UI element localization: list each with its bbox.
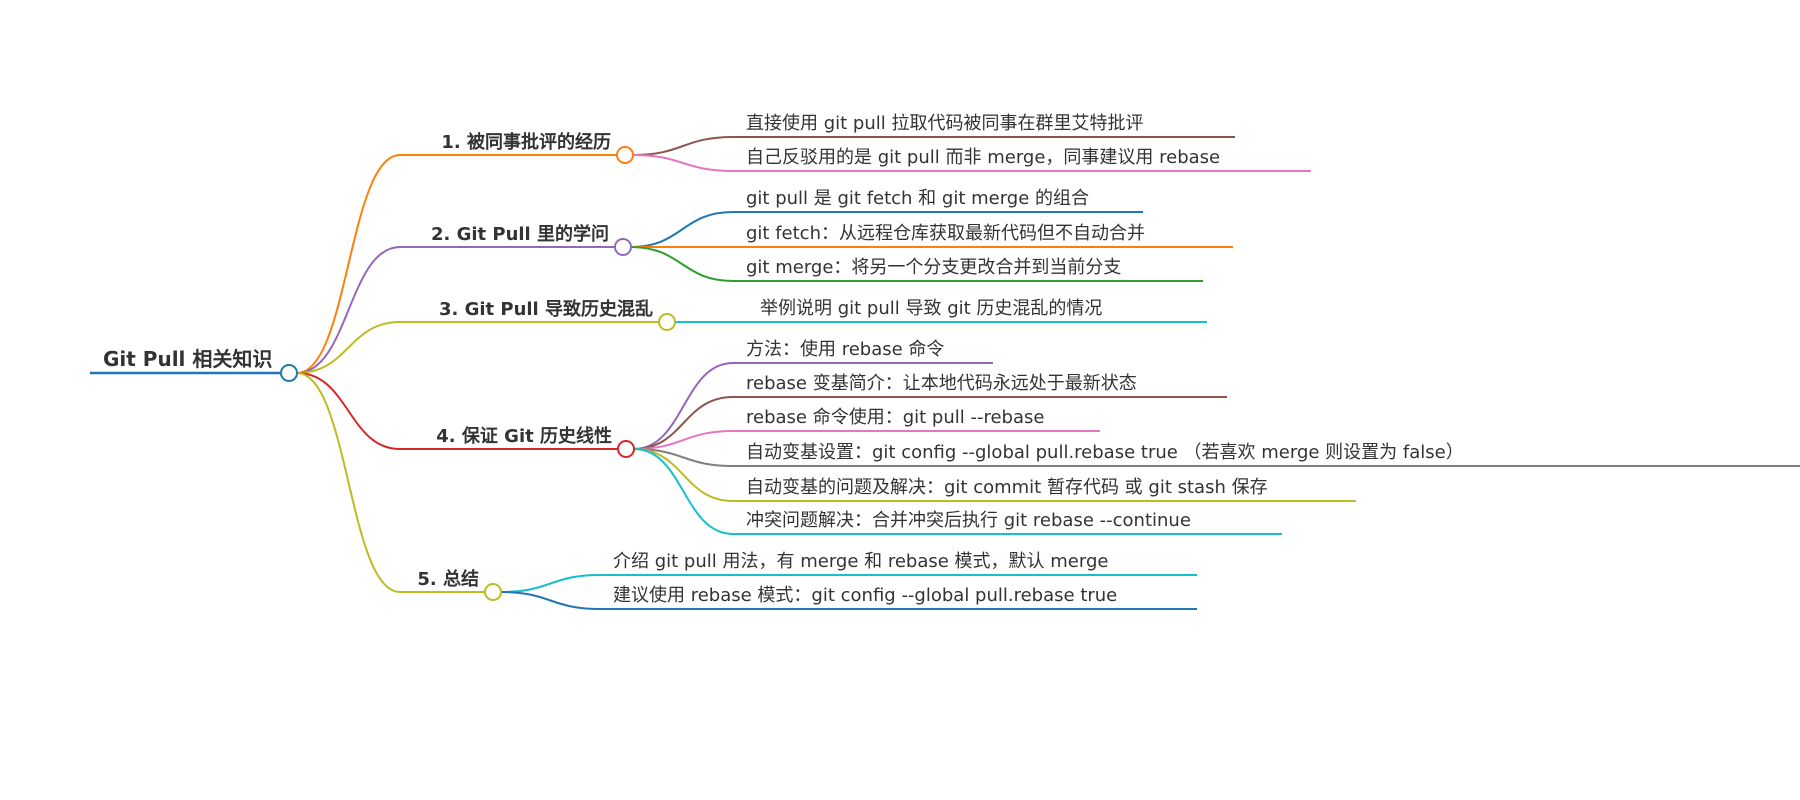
- leaf-connector: [630, 246, 1203, 282]
- leaf-topic[interactable]: git pull 是 git fetch 和 git merge 的组合: [746, 188, 1089, 209]
- leaf-topic[interactable]: 直接使用 git pull 拉取代码被同事在群里艾特批评: [746, 113, 1143, 134]
- leaf-connector: [633, 448, 1800, 467]
- leaf-topic[interactable]: 冲突问题解决：合并冲突后执行 git rebase --continue: [746, 510, 1191, 531]
- leaf-topic[interactable]: 建议使用 rebase 模式：git config --global pull.…: [613, 585, 1117, 606]
- collapse-toggle-icon[interactable]: [616, 146, 634, 164]
- leaf-connector: [633, 430, 1100, 450]
- leaf-connector: [632, 154, 1311, 172]
- branch-connector: [296, 246, 615, 374]
- leaf-topic[interactable]: 方法：使用 rebase 命令: [746, 339, 944, 360]
- leaf-connector: [633, 362, 993, 450]
- leaf-topic[interactable]: rebase 变基简介：让本地代码永远处于最新状态: [746, 373, 1137, 394]
- branch-topic-4[interactable]: 4. 保证 Git 历史线性: [436, 425, 612, 447]
- leaf-topic[interactable]: 介绍 git pull 用法，有 merge 和 rebase 模式，默认 me…: [613, 551, 1108, 572]
- branch-connector: [296, 372, 618, 450]
- leaf-connector: [633, 448, 1282, 535]
- branch-connector: [296, 372, 485, 593]
- leaf-topic[interactable]: 自动变基的问题及解决：git commit 暂存代码 或 git stash 保…: [746, 477, 1268, 498]
- collapse-toggle-icon[interactable]: [484, 583, 502, 601]
- leaf-connector: [632, 136, 1235, 156]
- root-topic[interactable]: Git Pull 相关知识: [103, 347, 272, 371]
- branch-topic-3[interactable]: 3. Git Pull 导致历史混乱: [439, 298, 653, 320]
- collapse-toggle-icon[interactable]: [614, 238, 632, 256]
- collapse-toggle-icon[interactable]: [617, 440, 635, 458]
- leaf-connector: [630, 211, 1143, 248]
- leaf-topic[interactable]: rebase 命令使用：git pull --rebase: [746, 407, 1044, 428]
- leaf-topic[interactable]: 举例说明 git pull 导致 git 历史混乱的情况: [760, 298, 1102, 319]
- leaf-connector: [500, 591, 1197, 610]
- leaf-connector: [633, 448, 1356, 502]
- branch-topic-1[interactable]: 1. 被同事批评的经历: [441, 131, 611, 153]
- branch-connector: [296, 154, 617, 374]
- leaf-topic[interactable]: git merge：将另一个分支更改合并到当前分支: [746, 257, 1121, 278]
- branch-topic-5[interactable]: 5. 总结: [417, 568, 479, 590]
- branch-connector: [296, 321, 659, 374]
- leaf-topic[interactable]: 自动变基设置：git config --global pull.rebase t…: [746, 442, 1464, 463]
- leaf-topic[interactable]: 自己反驳用的是 git pull 而非 merge，同事建议用 rebase: [746, 147, 1220, 168]
- collapse-toggle-icon[interactable]: [658, 313, 676, 331]
- leaf-topic[interactable]: git fetch：从远程仓库获取最新代码但不自动合并: [746, 223, 1145, 244]
- leaf-connector: [633, 396, 1227, 450]
- collapse-toggle-icon[interactable]: [280, 364, 298, 382]
- leaf-connector: [500, 574, 1197, 593]
- branch-topic-2[interactable]: 2. Git Pull 里的学问: [431, 223, 609, 245]
